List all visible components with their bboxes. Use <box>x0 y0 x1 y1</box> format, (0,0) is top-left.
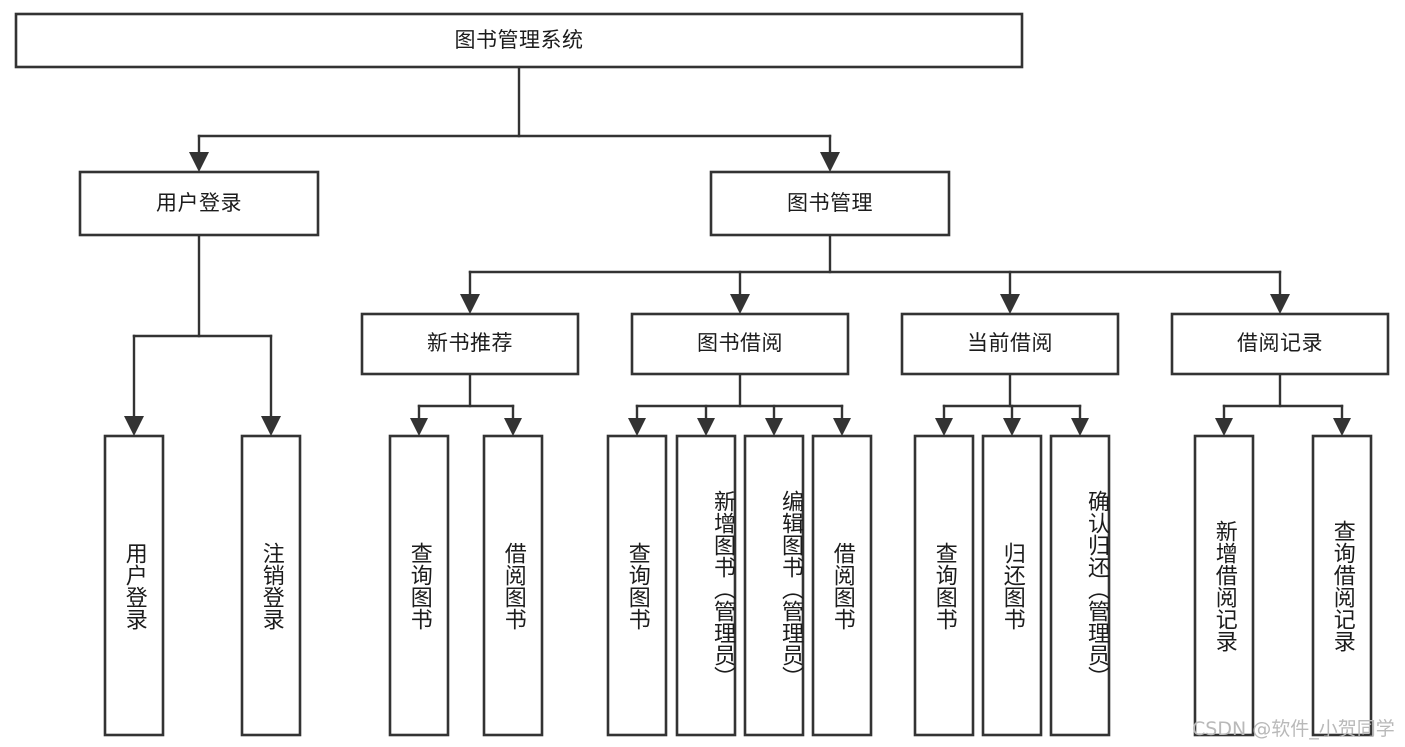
arrowhead-bm-to-borrow-record <box>1270 294 1290 314</box>
arrowhead-bm-to-book-borrow <box>730 294 750 314</box>
leaf-box-return-book[interactable] <box>981 434 1043 737</box>
arrowhead-book-borrow-leaf-0 <box>628 418 646 436</box>
leaf-box-user-login[interactable] <box>103 434 165 737</box>
arrowhead-current-borrow-leaf-1 <box>1003 418 1021 436</box>
arrowhead-user-login-leaf-1 <box>261 416 281 436</box>
arrowhead-borrow-record-leaf-0 <box>1215 418 1233 436</box>
arrowhead-user-login-leaf-0 <box>124 416 144 436</box>
leaf-box-query-book-2[interactable] <box>606 434 668 737</box>
connectors-book-management-to-level2 <box>460 233 1290 314</box>
connectors-root-to-level1 <box>189 65 840 172</box>
arrowhead-borrow-record-leaf-1 <box>1333 418 1351 436</box>
leaf-box-add-record[interactable] <box>1193 434 1255 737</box>
arrowhead-book-borrow-leaf-3 <box>833 418 851 436</box>
arrowhead-book-borrow-leaf-1 <box>697 418 715 436</box>
arrowhead-root-to-book-management <box>820 152 840 172</box>
node-box-user-login[interactable] <box>78 170 320 237</box>
arrowhead-root-to-user-login <box>189 152 209 172</box>
arrowhead-bm-to-new-book <box>460 294 480 314</box>
node-box-borrow-record[interactable] <box>1170 312 1390 376</box>
leaf-box-query-book-3[interactable] <box>913 434 975 737</box>
leaf-box-query-book-1[interactable] <box>388 434 450 737</box>
arrowhead-current-borrow-leaf-2 <box>1071 418 1089 436</box>
node-box-book-management[interactable] <box>709 170 951 237</box>
connectors-borrow-record-to-leaves <box>1215 372 1351 436</box>
leaf-box-query-record[interactable] <box>1311 434 1373 737</box>
arrowhead-new-book-leaf-0 <box>410 418 428 436</box>
arrowhead-new-book-leaf-1 <box>504 418 522 436</box>
node-box-book-borrow[interactable] <box>630 312 850 376</box>
leaf-box-user-logout[interactable] <box>240 434 302 737</box>
leaf-box-borrow-book-1[interactable] <box>482 434 544 737</box>
connectors-book-borrow-to-leaves <box>628 372 851 436</box>
leaf-box-confirm-return[interactable] <box>1049 434 1111 737</box>
arrowhead-bm-to-current-borrow <box>1000 294 1020 314</box>
arrowhead-book-borrow-leaf-2 <box>765 418 783 436</box>
arrowhead-current-borrow-leaf-0 <box>935 418 953 436</box>
leaf-box-edit-book[interactable] <box>743 434 805 737</box>
leaf-box-add-book[interactable] <box>675 434 737 737</box>
leaf-box-borrow-book-2[interactable] <box>811 434 873 737</box>
connectors-user-login-to-leaves <box>124 233 281 436</box>
connectors-new-book-to-leaves <box>410 372 522 436</box>
node-box-root[interactable] <box>14 12 1024 69</box>
node-box-new-book-recommend[interactable] <box>360 312 580 376</box>
connectors-current-borrow-to-leaves <box>935 372 1089 436</box>
node-box-current-borrow[interactable] <box>900 312 1120 376</box>
